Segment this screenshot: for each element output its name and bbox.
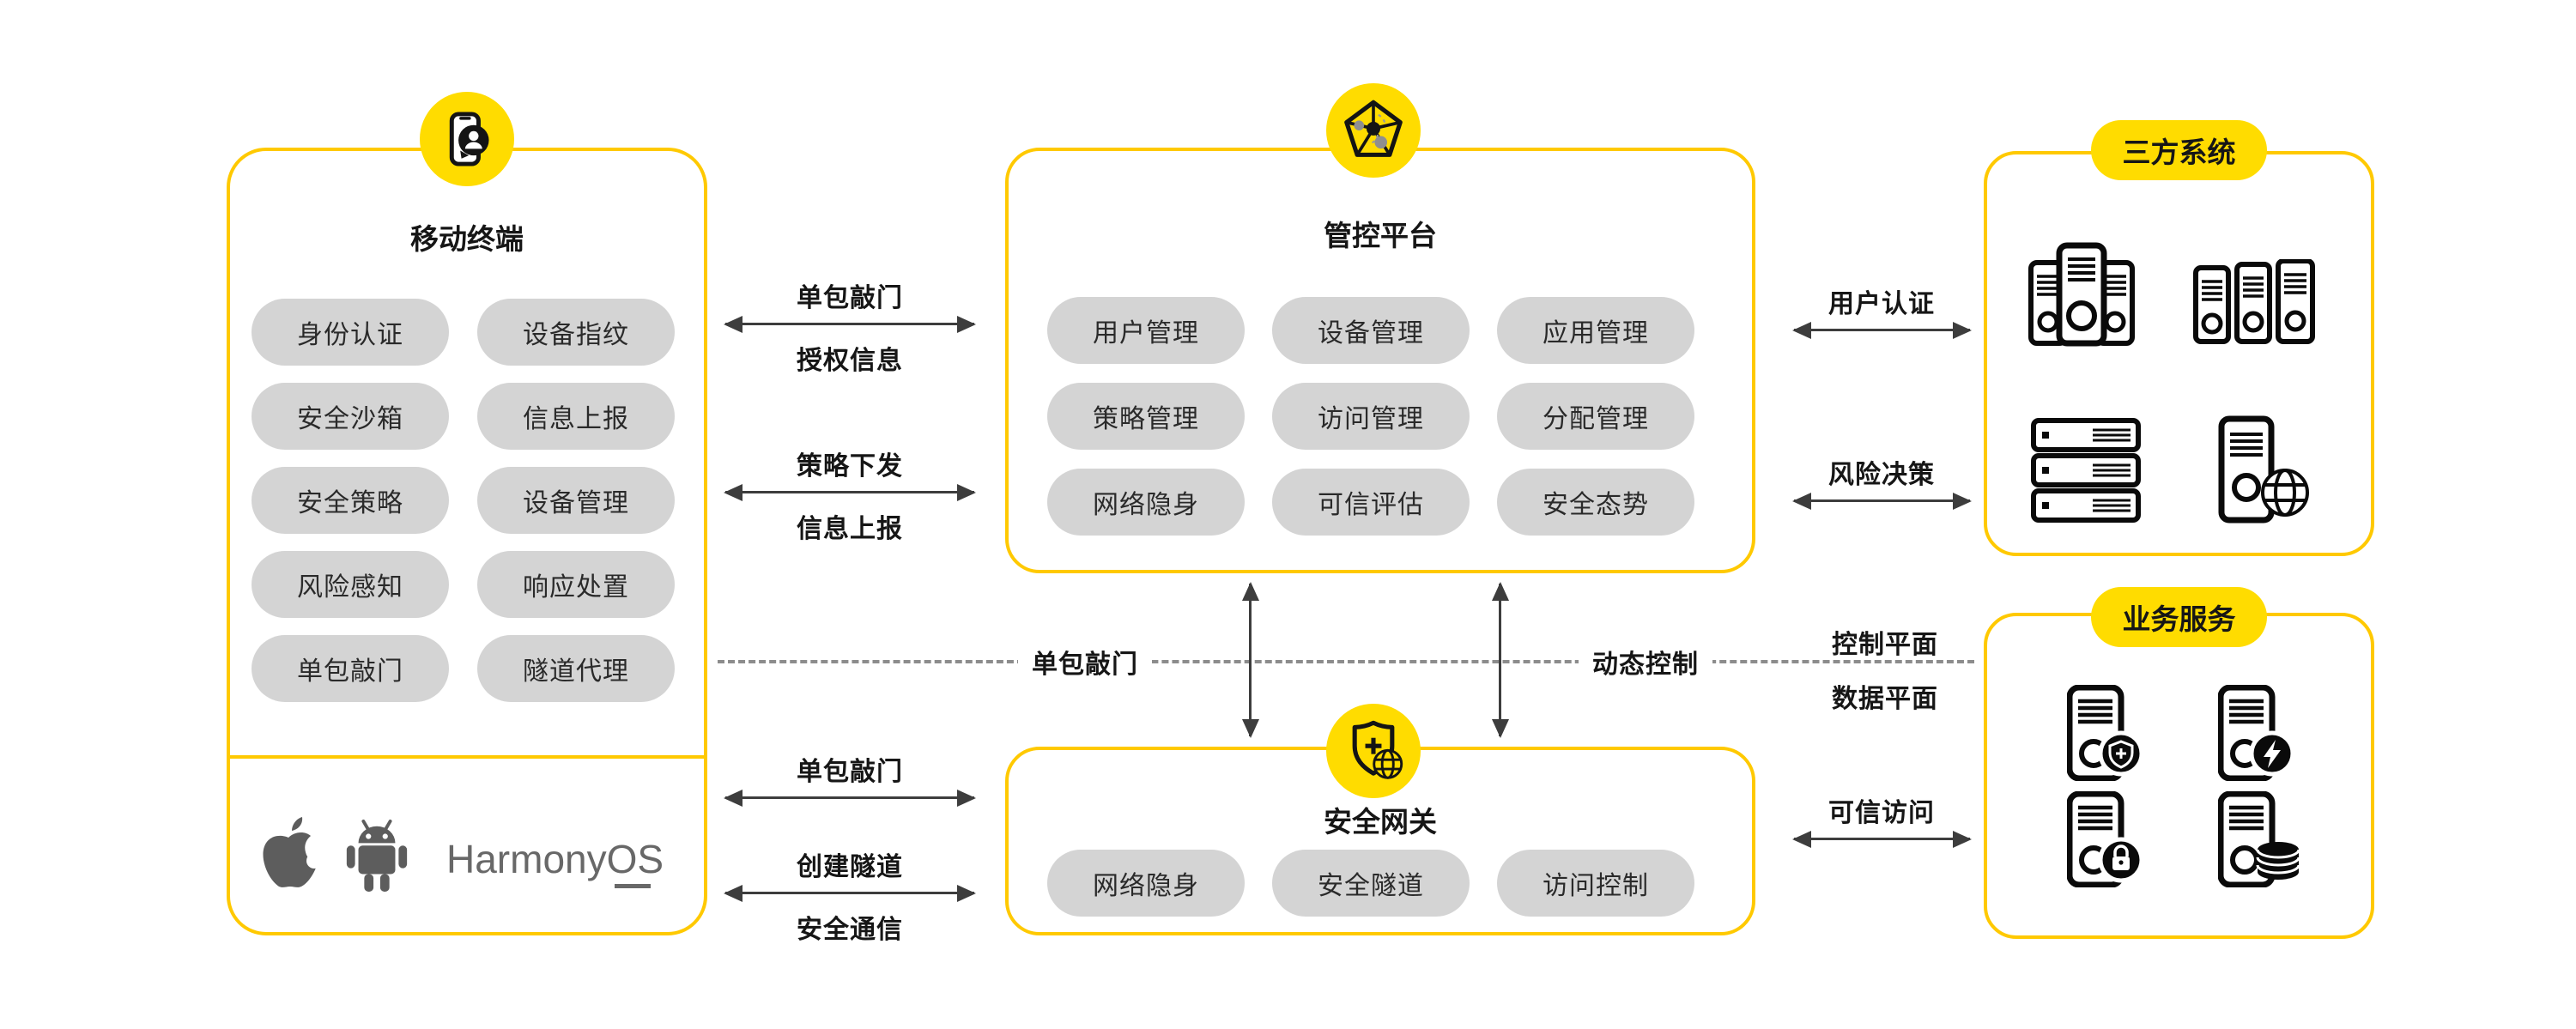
terminal-panel-divider	[227, 755, 707, 759]
edge-label: 用户认证	[1828, 290, 1935, 318]
platform-gateway-arrow	[1499, 584, 1501, 736]
network-pentagon-icon	[1326, 83, 1421, 178]
edge-label: 创建隧道	[797, 853, 903, 881]
edge-label: 单包敲门	[797, 758, 903, 786]
capability-pill: 响应处置	[477, 551, 675, 618]
capability-pill: 访问管理	[1272, 383, 1470, 450]
harmonyos-logo: HarmonyOS	[446, 837, 664, 881]
business-label: 业务服务	[2091, 587, 2267, 647]
arrow-platform-thirdparty-risk	[1794, 499, 1970, 502]
edge-label: 策略下发	[797, 452, 903, 481]
capability-pill: 访问控制	[1497, 850, 1694, 917]
edge-label: 单包敲门	[797, 284, 903, 312]
capability-pill: 网络隐身	[1047, 850, 1245, 917]
server-bolt-icon	[2217, 684, 2295, 785]
server-lock-icon	[2066, 790, 2144, 892]
arrow-terminal-platform-policy	[725, 491, 974, 493]
server-group-icon	[2192, 258, 2316, 349]
shield-globe-icon	[1326, 704, 1421, 798]
capability-pill: 设备指纹	[477, 299, 675, 366]
capability-pill: 安全隧道	[1272, 850, 1470, 917]
server-database-icon	[2217, 790, 2300, 892]
capability-pill: 策略管理	[1047, 383, 1245, 450]
platform-title: 管控平台	[1324, 220, 1437, 251]
capability-pill: 安全沙箱	[252, 383, 449, 450]
capability-pill: 可信评估	[1272, 469, 1470, 536]
rack-server-icon	[2031, 418, 2141, 527]
arrow-platform-thirdparty-auth	[1794, 329, 1970, 331]
terminal-title: 移动终端	[410, 223, 524, 255]
arrow-terminal-gateway-tunnel	[725, 892, 974, 894]
capability-pill: 安全策略	[252, 467, 449, 534]
dash-label-knock: 单包敲门	[1018, 641, 1152, 682]
capability-pill: 信息上报	[477, 383, 675, 450]
capability-pill: 隧道代理	[477, 635, 675, 702]
server-cluster-icon	[2026, 240, 2137, 354]
dash-label-dynamic-control: 动态控制	[1579, 641, 1712, 682]
apple-icon	[258, 812, 322, 902]
data-plane-label: 数据平面	[1832, 685, 1938, 713]
edge-label: 信息上报	[797, 515, 903, 543]
third-party-label: 三方系统	[2091, 120, 2267, 180]
harmonyos-o-underline	[615, 884, 651, 888]
edge-label: 安全通信	[797, 916, 903, 944]
capability-pill: 风险感知	[252, 551, 449, 618]
phone-contact-icon	[420, 92, 514, 186]
capability-pill: 应用管理	[1497, 297, 1694, 364]
terminal-panel	[227, 148, 707, 935]
capability-pill: 分配管理	[1497, 383, 1694, 450]
capability-pill: 设备管理	[1272, 297, 1470, 364]
capability-pill: 网络隐身	[1047, 469, 1245, 536]
edge-label: 授权信息	[797, 347, 903, 375]
edge-label: 风险决策	[1828, 461, 1935, 489]
plane-dashed-line	[718, 660, 1974, 663]
capability-pill: 用户管理	[1047, 297, 1245, 364]
arrow-terminal-gateway-knock	[725, 796, 974, 799]
gateway-title: 安全网关	[1324, 806, 1437, 838]
server-globe-icon	[2218, 415, 2311, 528]
android-icon	[342, 810, 412, 904]
control-plane-label: 控制平面	[1832, 631, 1938, 659]
server-shield-icon	[2066, 684, 2144, 785]
platform-gateway-arrow	[1249, 584, 1252, 736]
arrow-terminal-platform-knock	[725, 323, 974, 325]
arrow-gateway-business-trusted	[1794, 838, 1970, 840]
capability-pill: 身份认证	[252, 299, 449, 366]
business-panel	[1984, 613, 2374, 939]
capability-pill: 安全态势	[1497, 469, 1694, 536]
capability-pill: 单包敲门	[252, 635, 449, 702]
edge-label: 可信访问	[1828, 799, 1935, 827]
capability-pill: 设备管理	[477, 467, 675, 534]
